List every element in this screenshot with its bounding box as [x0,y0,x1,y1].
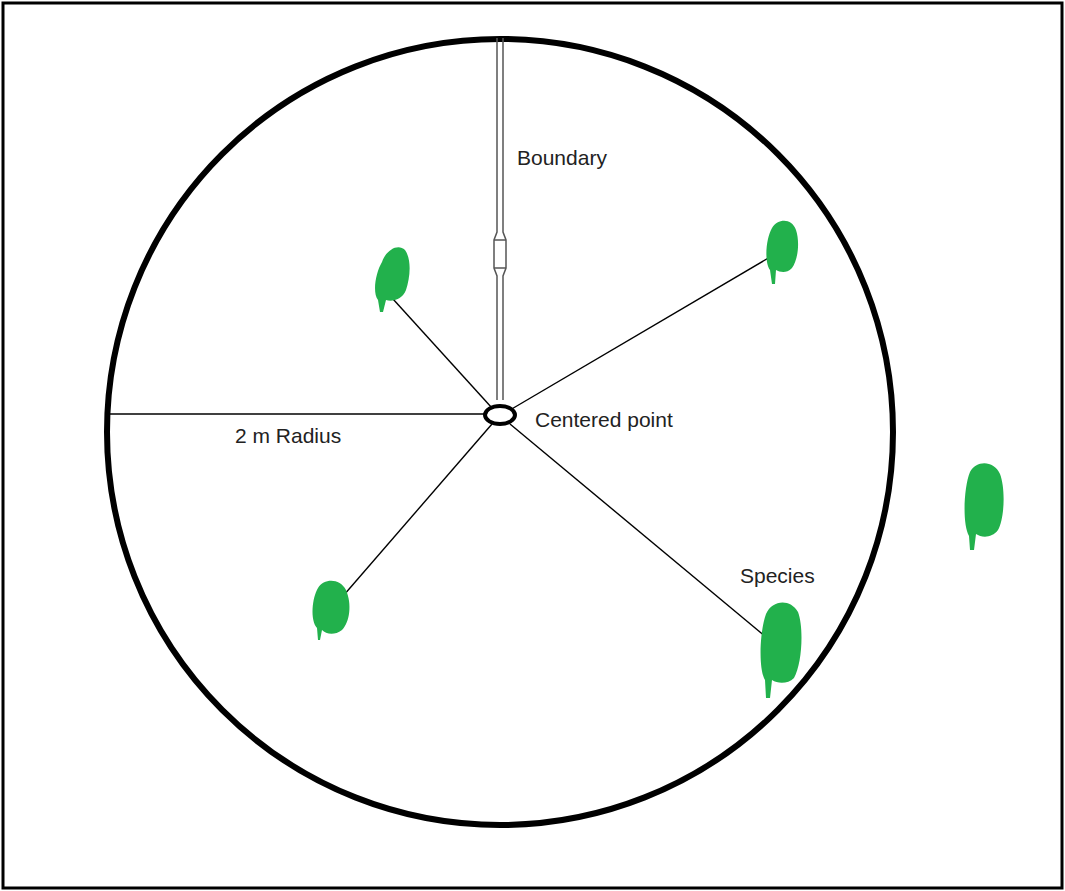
species-blobs [313,221,1004,698]
measure-lines [110,250,790,657]
center-marker [485,406,515,424]
species-label: Species [738,564,817,588]
radius-label: 2 m Radius [233,424,343,448]
plot-circle [107,39,893,825]
boundary-rod [494,38,506,400]
boundary-label: Boundary [515,146,609,170]
center-label: Centered point [533,408,675,432]
frame [3,3,1062,888]
